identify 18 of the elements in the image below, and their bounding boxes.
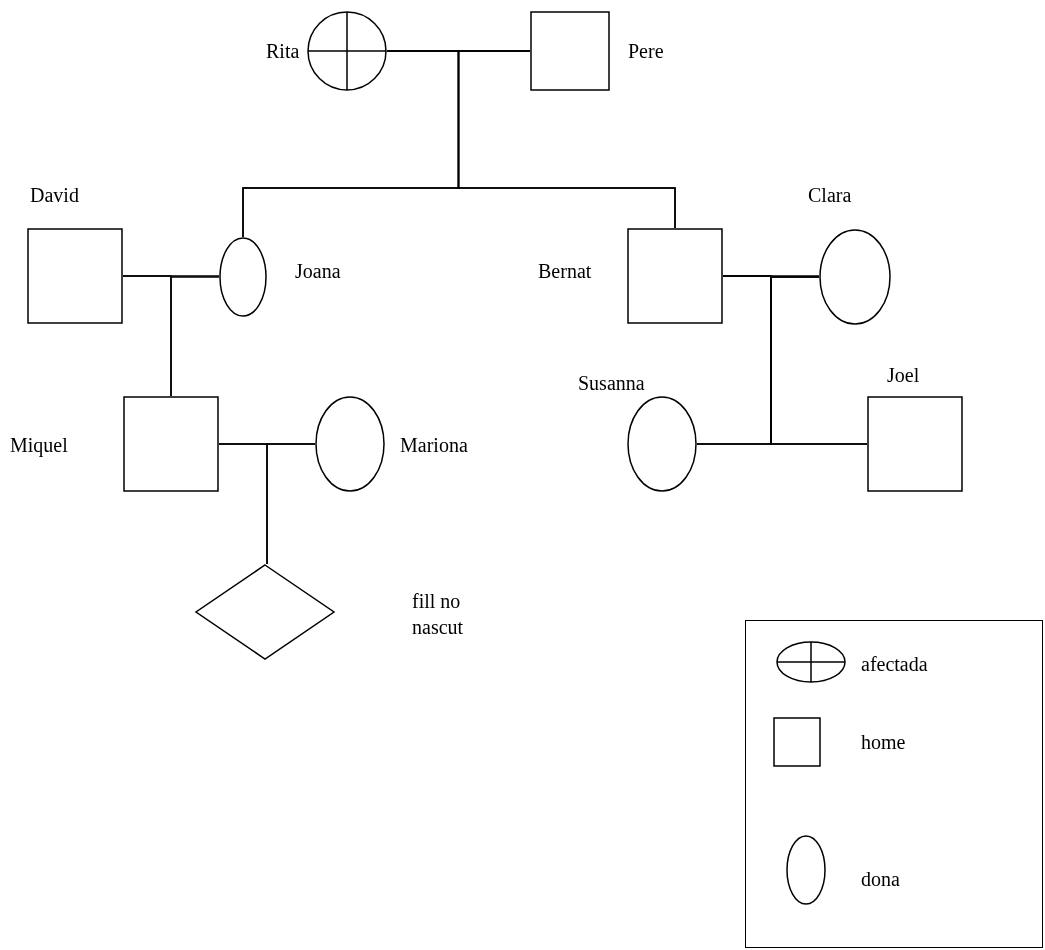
person-name: David bbox=[30, 183, 80, 208]
person-name: Clara bbox=[808, 183, 853, 208]
person-name: Mariona bbox=[400, 433, 469, 458]
pedigree-line bbox=[457, 50, 676, 229]
person-name: fill no nascut bbox=[412, 589, 465, 640]
legend-label: dona bbox=[861, 867, 900, 892]
pedigree-line bbox=[266, 443, 316, 565]
pedigree-line bbox=[170, 276, 220, 397]
pedigree-line bbox=[770, 276, 868, 445]
person-name: Bernat bbox=[538, 259, 593, 284]
person-name: Pere bbox=[628, 39, 665, 64]
legend-label: afectada bbox=[861, 652, 928, 677]
person-name: Joel bbox=[887, 363, 921, 388]
person-name: Joana bbox=[295, 259, 342, 284]
person-name: Miquel bbox=[10, 433, 69, 458]
legend-label: home bbox=[861, 730, 906, 755]
person-name: Rita bbox=[266, 39, 301, 64]
person-name: Susanna bbox=[578, 371, 646, 396]
